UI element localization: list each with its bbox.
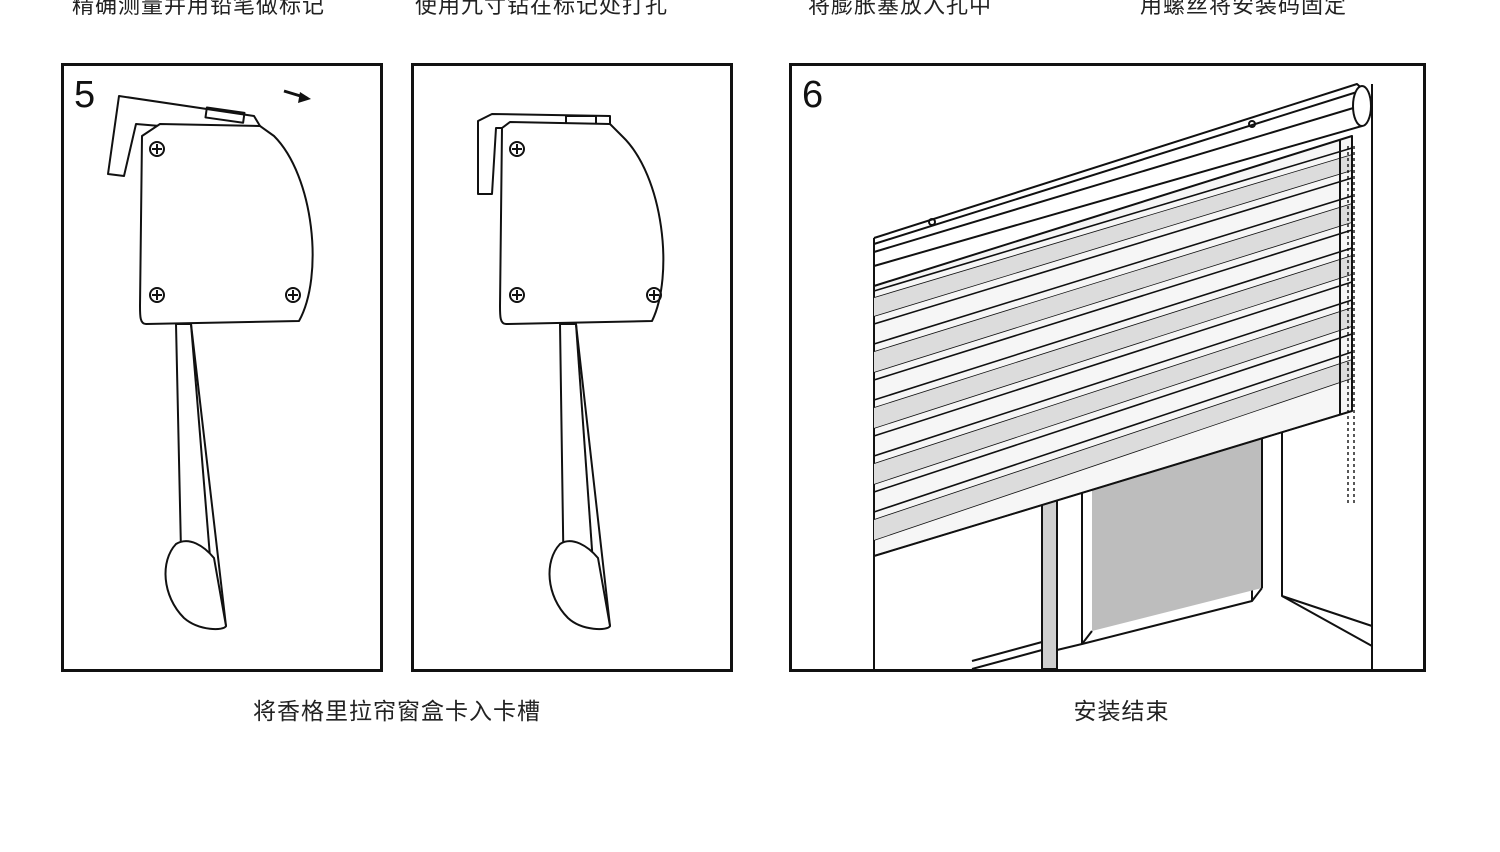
top-caption-1: 精确测量并用铅笔做标记 bbox=[72, 0, 326, 19]
top-caption-2: 使用九寸钻在标记处打孔 bbox=[415, 0, 669, 19]
panel-step-6: 6 bbox=[789, 63, 1426, 672]
arrow-icon bbox=[283, 89, 311, 103]
panel-step-5: 5 bbox=[61, 63, 383, 672]
caption-left: 将香格里拉帘窗盒卡入卡槽 bbox=[253, 699, 541, 725]
step-number: 6 bbox=[802, 74, 824, 116]
headrail-bracket-installed-illustration bbox=[477, 113, 665, 631]
top-caption-3: 将膨胀塞放入孔中 bbox=[808, 0, 993, 19]
headrail-bracket-tilted-illustration bbox=[107, 89, 314, 631]
installed-shade-illustration bbox=[873, 83, 1373, 669]
panel-step-5b bbox=[411, 63, 733, 672]
top-caption-4: 用螺丝将安装码固定 bbox=[1140, 0, 1348, 19]
caption-right: 安装结束 bbox=[1073, 699, 1170, 725]
step-number: 5 bbox=[74, 74, 96, 116]
